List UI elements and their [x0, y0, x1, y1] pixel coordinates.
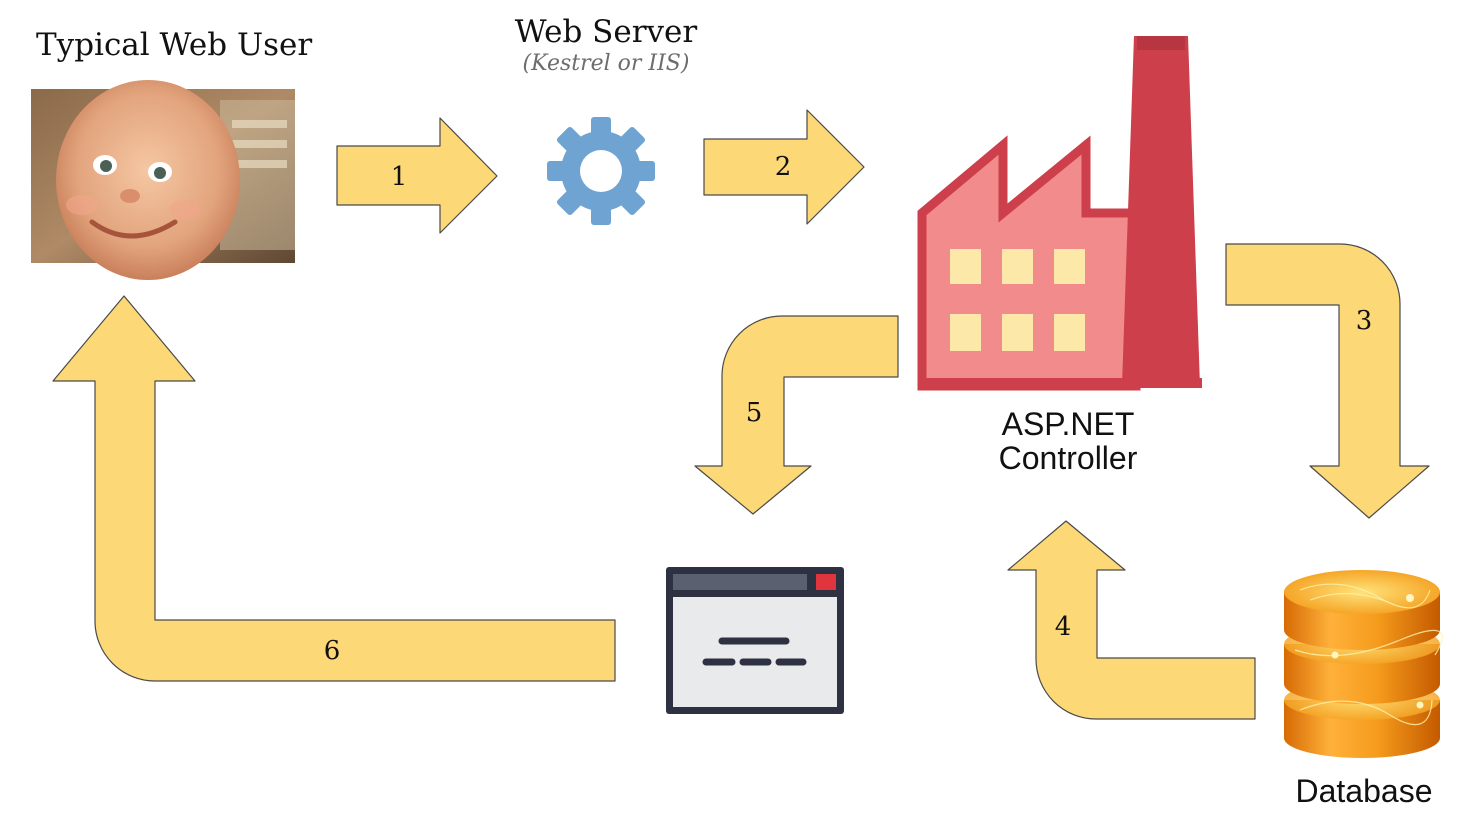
database-title: Database	[1295, 773, 1433, 809]
step-label-4: 4	[1055, 612, 1072, 642]
arrow-step-6: 6	[52, 295, 616, 682]
arrow-step-2: 2	[703, 109, 865, 225]
web-server-title: Web Server	[514, 14, 698, 50]
arrow-step-4: 4	[1007, 520, 1256, 720]
browser-window-icon	[666, 567, 844, 714]
controller-title-line2: Controller	[998, 440, 1138, 476]
step-label-5: 5	[746, 398, 763, 428]
step-label-6: 6	[324, 636, 341, 666]
step-label-3: 3	[1356, 306, 1373, 336]
step-label-2: 2	[775, 152, 792, 182]
web-server-subtitle: (Kestrel or IIS)	[522, 51, 690, 76]
step-label-1: 1	[391, 162, 408, 192]
controller-title-line1: ASP.NET	[1001, 406, 1135, 442]
arrow-step-1: 1	[336, 117, 498, 234]
factory-icon	[917, 36, 1202, 391]
user-title: Typical Web User	[36, 27, 313, 63]
arrow-step-5: 5	[694, 315, 899, 515]
gear-icon	[547, 117, 655, 225]
user-photo	[31, 80, 295, 280]
database-icon	[1284, 570, 1443, 758]
arrow-step-3: 3	[1225, 243, 1430, 519]
